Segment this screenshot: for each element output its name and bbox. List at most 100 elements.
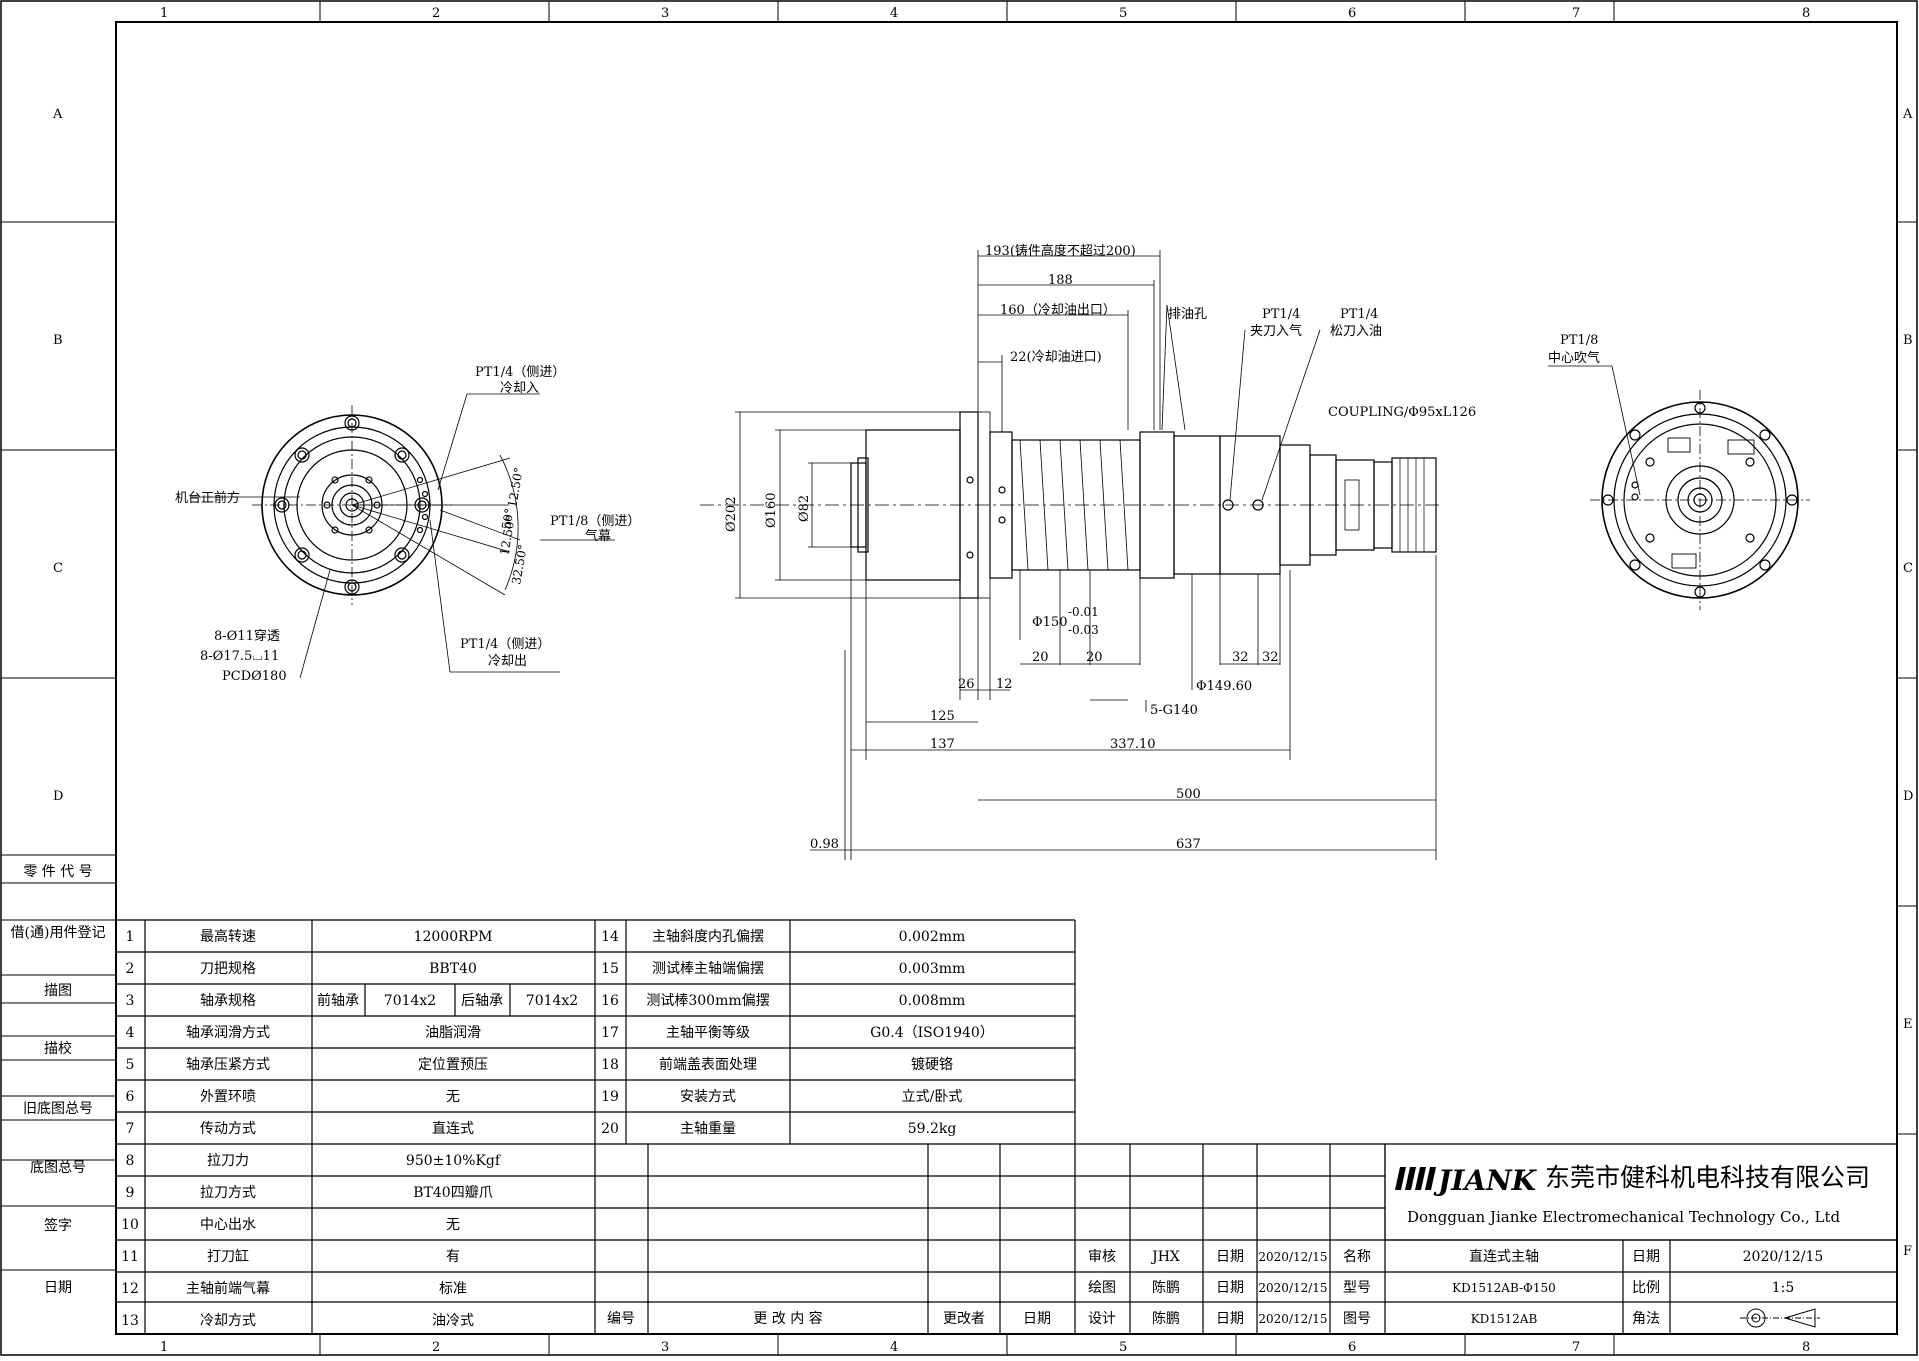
spec-row-value: 油脂润滑 [425, 1024, 481, 1041]
spec-row-name: 拉刀力 [207, 1153, 249, 1169]
spec-row-no: 20 [601, 1121, 619, 1137]
release-port-label: PT1/4 [1340, 307, 1378, 322]
coolant-out-port-label: PT1/4（侧进） [460, 637, 550, 652]
drain-hole-label: 排油孔 [1168, 307, 1207, 322]
col-label: 2 [432, 1340, 440, 1355]
row-label: C [1903, 561, 1913, 576]
trace-check-label: 描校 [44, 1040, 72, 1057]
spec-row-value: 有 [446, 1249, 460, 1265]
dim-337: 337.10 [1110, 737, 1156, 752]
spec-row-name: 前端盖表面处理 [659, 1056, 757, 1073]
spec-row-no: 11 [121, 1249, 139, 1265]
spec-row-value: 镀硬铬 [911, 1056, 953, 1073]
spec-table [115, 919, 1897, 1334]
dim-500: 500 [1176, 787, 1201, 802]
col-label: 2 [432, 6, 440, 21]
tolerance-lower: -0.03 [1068, 623, 1099, 637]
drawing-label: 绘图 [1088, 1280, 1116, 1296]
spec-row-name: 测试棒主轴端偏摆 [652, 961, 764, 977]
projection-symbol-icon [1740, 1308, 1820, 1328]
company-name-cn: 东莞市健科机电科技有限公司 [1545, 1163, 1870, 1192]
dim-26: 26 [958, 677, 975, 692]
angle-label: 32.50° [509, 543, 530, 585]
spec-row-no: 7 [126, 1121, 135, 1137]
review-name: JHX [1150, 1249, 1180, 1265]
dim-32: 32 [1262, 650, 1279, 665]
title-block [1384, 1144, 1897, 1241]
air-curtain-port-label: PT1/8（侧进） [550, 514, 640, 529]
center-air-label: 中心吹气 [1548, 350, 1600, 366]
spec-row-value: 定位置预压 [418, 1057, 488, 1073]
spec-row-name: 测试棒300mm偏摆 [646, 993, 769, 1009]
dim-22: 22(冷却油进口) [1010, 350, 1102, 365]
spec-row-no: 13 [121, 1313, 139, 1329]
spec-row-name: 主轴斜度内孔偏摆 [652, 929, 764, 945]
date-label: 日期 [1216, 1311, 1244, 1327]
spec-row-no: 17 [601, 1025, 619, 1041]
spec-row-no: 14 [601, 929, 619, 945]
spec-row-name: 最高转速 [200, 928, 256, 945]
spec-row-no: 19 [601, 1089, 619, 1105]
spec-row-value: 无 [446, 1089, 460, 1105]
change-content-header: 更 改 内 容 [753, 1310, 822, 1327]
dim-dia-202: Ø202 [724, 497, 739, 532]
spec-row-no: 8 [126, 1153, 135, 1169]
angle-label: 12.50° [505, 466, 526, 508]
dim-0-98: 0.98 [810, 837, 839, 852]
coolant-in-port-label: PT1/4（侧进） [475, 365, 565, 380]
spec-row-name: 中心出水 [200, 1217, 256, 1233]
old-base-no-label: 旧底图总号 [23, 1101, 93, 1117]
row-label: B [1903, 333, 1913, 348]
drawing-date: 2020/12/15 [1258, 1281, 1327, 1295]
date-label: 日期 [1632, 1249, 1660, 1265]
spec-row-name: 主轴重量 [680, 1121, 736, 1137]
spec-row-name: 主轴前端气幕 [186, 1280, 270, 1297]
spec-row-no: 15 [601, 961, 619, 977]
spec-row-value: 直连式 [432, 1120, 474, 1137]
date-label: 日期 [1216, 1249, 1244, 1265]
change-no-header: 编号 [607, 1311, 635, 1327]
review-label: 审核 [1088, 1249, 1116, 1265]
col-label: 6 [1348, 6, 1356, 21]
base-no-label: 底图总号 [30, 1160, 86, 1176]
spec-row-no: 6 [126, 1089, 135, 1105]
spec-row-name: 轴承压紧方式 [186, 1057, 270, 1073]
spec-row-name: 外置环喷 [200, 1089, 256, 1105]
drawing-name: 陈鹏 [1152, 1279, 1180, 1296]
design-name: 陈鹏 [1152, 1310, 1180, 1327]
angle-label: 50° [499, 507, 516, 530]
spec-row-value: BBT40 [429, 961, 477, 977]
clamp-air-label: 夹刀入气 [1250, 323, 1302, 339]
name-value: 直连式主轴 [1469, 1248, 1539, 1265]
rear-view [1548, 365, 1810, 610]
dim-193: 193(铸件高度不超过200) [985, 243, 1136, 259]
change-date-header: 日期 [1023, 1311, 1051, 1327]
dim-188: 188 [1048, 273, 1073, 288]
coolant-in-label: 冷却入 [500, 381, 539, 396]
date-label: 日期 [44, 1280, 72, 1296]
scale-label: 比例 [1632, 1280, 1660, 1296]
col-label: 7 [1572, 6, 1580, 21]
dim-20: 20 [1032, 650, 1049, 665]
dim-dia-160: Ø160 [764, 493, 779, 528]
spec-row-value: 标准 [439, 1281, 467, 1297]
model-label: 型号 [1343, 1280, 1371, 1296]
spec-row-value: 0.008mm [899, 993, 966, 1009]
row-label: E [1903, 1017, 1913, 1032]
coolant-out-label: 冷却出 [488, 654, 527, 669]
col-label: 3 [661, 6, 669, 21]
air-curtain-label: 气幕 [585, 528, 611, 544]
drawing-no-label: 图号 [1343, 1311, 1371, 1327]
front-bearing-label: 前轴承 [317, 992, 359, 1009]
col-label: 1 [160, 1340, 168, 1355]
col-label: 6 [1348, 1340, 1356, 1355]
scale-value: 1:5 [1772, 1280, 1795, 1296]
design-label: 设计 [1088, 1311, 1116, 1327]
spec-row-no: 3 [126, 993, 135, 1009]
dim-dia-149: Φ149.60 [1196, 679, 1252, 694]
spec-row-value: 0.003mm [899, 961, 966, 977]
spec-row-value: 无 [446, 1217, 460, 1233]
